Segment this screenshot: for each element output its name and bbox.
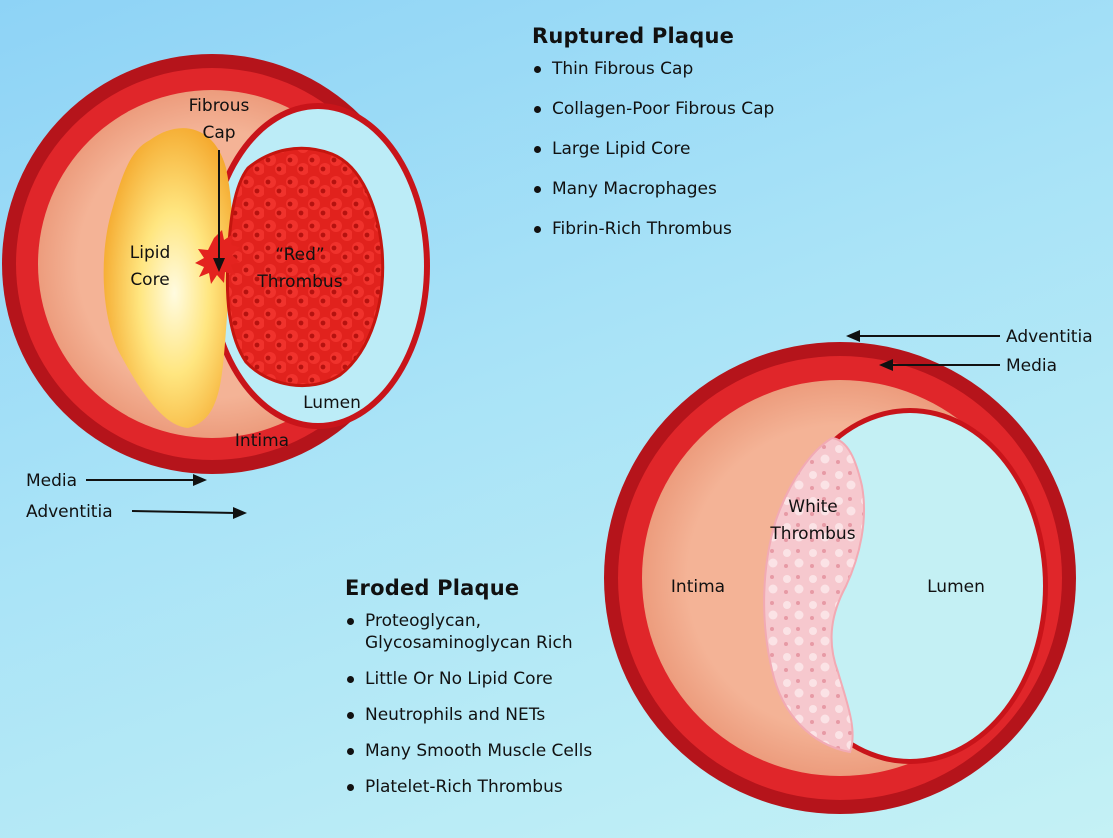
lipid-core-label-line1: Lipid: [130, 243, 171, 263]
eroded-bullet: Platelet-Rich Thrombus: [345, 776, 645, 798]
eroded-adventitia-label: Adventitia: [1006, 327, 1093, 347]
eroded-bullet: Proteoglycan, Glycosaminoglycan Rich: [345, 610, 645, 654]
ruptured-intima-label: Intima: [235, 431, 289, 451]
white-thrombus-label-line1: White: [788, 497, 837, 517]
eroded-plaque-list: Proteoglycan, Glycosaminoglycan Rich Lit…: [345, 610, 645, 798]
ruptured-media-arrowhead: [193, 474, 207, 486]
ruptured-lumen-label: Lumen: [303, 393, 361, 413]
eroded-plaque-panel: Eroded Plaque Proteoglycan, Glycosaminog…: [345, 576, 645, 812]
eroded-adventitia-arrowhead: [846, 330, 860, 342]
red-thrombus-shape: [227, 148, 382, 385]
ruptured-bullet: Collagen-Poor Fibrous Cap: [532, 98, 862, 120]
ruptured-plaque-panel: Ruptured Plaque Thin Fibrous Cap Collage…: [532, 24, 862, 258]
white-thrombus-label-line2: Thrombus: [769, 524, 855, 544]
ruptured-adventitia-arrow-line: [132, 511, 236, 513]
ruptured-bullet: Large Lipid Core: [532, 138, 862, 160]
red-thrombus-label-line2: Thrombus: [256, 272, 342, 292]
ruptured-bullet: Thin Fibrous Cap: [532, 58, 862, 80]
eroded-plaque-title: Eroded Plaque: [345, 576, 645, 600]
fibrous-cap-label-line2: Cap: [202, 123, 235, 143]
eroded-lumen-label: Lumen: [927, 577, 985, 597]
eroded-artery: White Thrombus Intima Lumen Adventitia M…: [604, 327, 1093, 814]
ruptured-artery: Fibrous Cap Lipid Core “Red” Thrombus Lu…: [2, 54, 430, 522]
eroded-bullet: Many Smooth Muscle Cells: [345, 740, 645, 762]
ruptured-adventitia-arrowhead: [233, 507, 247, 519]
eroded-bullet-line: Glycosaminoglycan Rich: [365, 633, 573, 653]
eroded-media-label: Media: [1006, 356, 1057, 376]
ruptured-adventitia-label: Adventitia: [26, 502, 113, 522]
eroded-intima-label: Intima: [671, 577, 725, 597]
ruptured-plaque-list: Thin Fibrous Cap Collagen-Poor Fibrous C…: [532, 58, 862, 240]
ruptured-bullet: Fibrin-Rich Thrombus: [532, 218, 862, 240]
fibrous-cap-label-line1: Fibrous: [189, 96, 250, 116]
eroded-bullet: Neutrophils and NETs: [345, 704, 645, 726]
ruptured-bullet: Many Macrophages: [532, 178, 862, 200]
ruptured-media-label: Media: [26, 471, 77, 491]
eroded-bullet-line: Proteoglycan,: [365, 611, 481, 631]
ruptured-plaque-title: Ruptured Plaque: [532, 24, 862, 48]
lipid-core-label-line2: Core: [130, 270, 169, 290]
red-thrombus-label-line1: “Red”: [275, 245, 324, 265]
eroded-bullet: Little Or No Lipid Core: [345, 668, 645, 690]
